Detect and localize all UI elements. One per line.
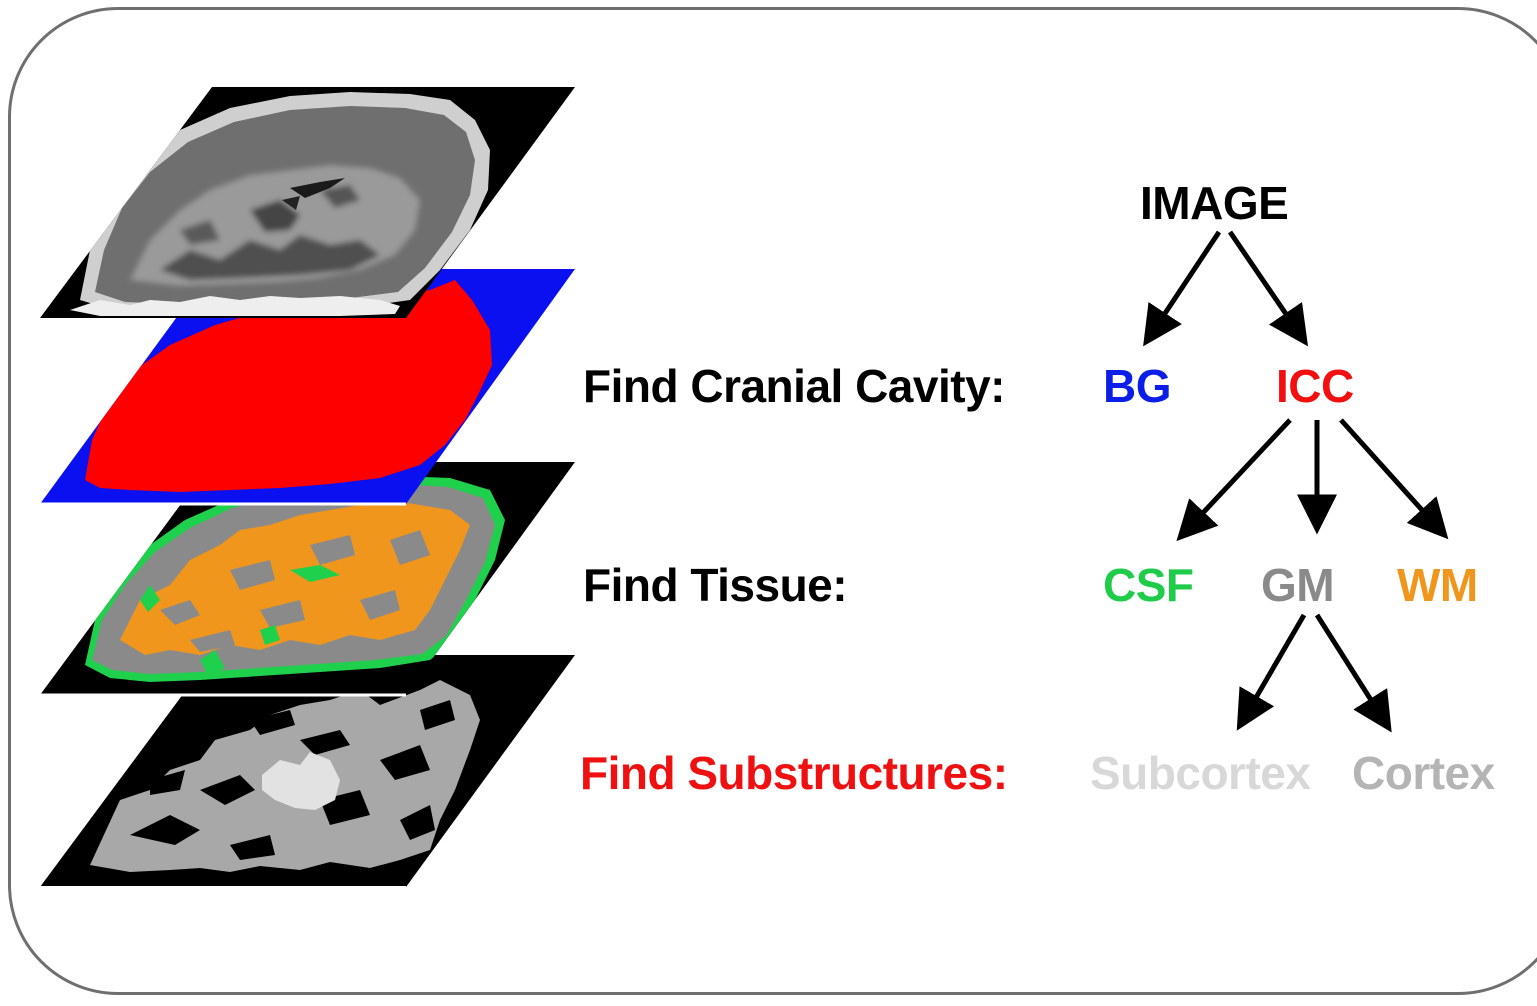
arrow-gm-to-subcortex: [1243, 615, 1304, 720]
arrow-image-to-bg: [1150, 232, 1219, 336]
arrow-gm-to-cortex: [1317, 615, 1385, 722]
arrow-icc-to-csf: [1185, 420, 1290, 532]
arrow-image-to-icc: [1230, 232, 1301, 336]
node-bg: BG: [1103, 363, 1171, 409]
row-label-find-cranial-cavity: Find Cranial Cavity:: [583, 363, 1005, 409]
arrow-icc-to-wm: [1341, 420, 1440, 530]
node-image: IMAGE: [1140, 180, 1288, 226]
node-cortex: Cortex: [1352, 750, 1495, 796]
node-wm: WM: [1397, 562, 1478, 608]
node-icc: ICC: [1276, 363, 1354, 409]
row-label-find-substructures: Find Substructures:: [580, 750, 1008, 796]
row-label-find-tissue: Find Tissue:: [583, 562, 847, 608]
node-gm: GM: [1261, 562, 1334, 608]
node-csf: CSF: [1103, 562, 1194, 608]
node-subcortex: Subcortex: [1090, 750, 1310, 796]
